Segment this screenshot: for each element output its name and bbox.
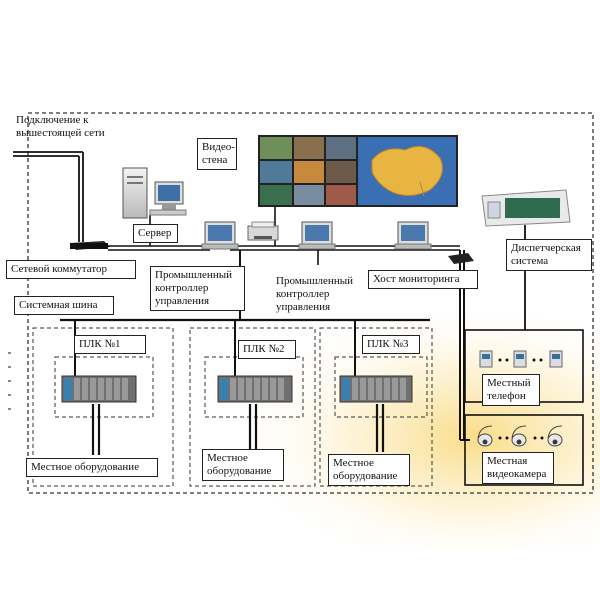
- local-cameras: [477, 425, 563, 447]
- label-server: Сервер: [133, 224, 178, 243]
- camera-box: [464, 414, 584, 486]
- plc3-outer-frame: [319, 327, 433, 487]
- label-industrial-controller-1: Промышленный контроллер управления: [150, 266, 245, 311]
- label-local-equipment-1: Местное оборудование: [26, 458, 158, 477]
- plc1-outer-frame: [32, 327, 174, 487]
- label-local-phone: Местный телефон: [482, 374, 540, 406]
- label-plc-1: ПЛК №1: [74, 335, 146, 354]
- workstation-3: [394, 221, 432, 250]
- plc-rack-2: [217, 375, 293, 403]
- dispatch-console-device: [481, 189, 571, 227]
- label-industrial-controller-2: Промышленный контроллер управления: [276, 275, 353, 313]
- local-phones: [479, 350, 563, 368]
- server-device: [122, 167, 187, 219]
- label-plc-2: ПЛК №2: [238, 340, 296, 359]
- label-system-bus: Системная шина: [14, 296, 114, 315]
- network-switch-device: [70, 241, 110, 250]
- outer-frame: [27, 112, 594, 494]
- plc-rack-1: [61, 375, 137, 403]
- label-network-switch: Сетевой коммутатор: [6, 260, 136, 279]
- workstation-2: [298, 221, 336, 250]
- plc1-inner-frame: [54, 356, 154, 418]
- plc-equipment-links: [91, 404, 385, 455]
- uplink-line: [13, 151, 84, 242]
- plc2-outer-frame: [189, 327, 316, 487]
- label-local-equipment-3: Местное оборудование: [328, 454, 410, 486]
- label-local-equipment-2: Местное оборудование: [202, 449, 284, 481]
- video-wall-screens: [258, 135, 458, 207]
- label-uplink: Подключение к вышестоящей сети: [16, 114, 105, 139]
- plc-rack-3: [339, 375, 413, 403]
- edge-marks: [8, 352, 11, 410]
- workstation-1: [201, 221, 239, 250]
- monitoring-host-switch: [448, 253, 474, 264]
- label-dispatch-system: Диспетчерская система: [506, 239, 592, 271]
- label-local-camera: Местная видеокамера: [482, 452, 554, 484]
- label-video-wall: Видео-стена: [197, 138, 237, 170]
- plc3-inner-frame: [334, 356, 428, 418]
- label-monitoring-host: Хост мониторинга: [368, 270, 478, 289]
- printer-device: [247, 221, 279, 241]
- label-plc-3: ПЛК №3: [362, 335, 420, 354]
